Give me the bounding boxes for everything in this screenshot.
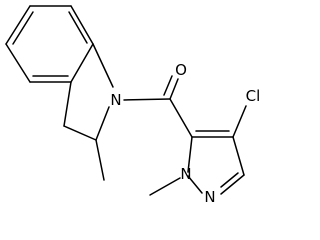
oxygen-label: O: [175, 61, 187, 79]
methyl-bond: [95, 139, 105, 181]
bond: [169, 98, 193, 138]
bond: [220, 174, 245, 195]
pyrazole-ring: [149, 105, 247, 196]
bond: [5, 43, 31, 83]
nitrogen-label: N: [110, 91, 121, 109]
nitrogen-label: N: [204, 188, 215, 206]
bond: [63, 81, 72, 127]
bond: [187, 175, 203, 194]
double-bond-inner: [68, 11, 88, 44]
chlorine-label: Cl: [246, 87, 261, 105]
bond: [5, 5, 31, 45]
bond: [70, 5, 94, 45]
double-bond-inner: [163, 75, 173, 96]
bond: [63, 125, 97, 141]
bond: [187, 136, 193, 173]
chemical-structure: N O Cl N N: [5, 5, 261, 206]
bond: [92, 43, 114, 88]
chloro-bond: [232, 105, 247, 138]
carbonyl-group: [163, 75, 179, 100]
double-bond-inner: [220, 172, 239, 188]
methyl-bond: [149, 177, 181, 196]
bond: [169, 78, 179, 100]
pyrroline-ring: [63, 43, 114, 181]
bond: [95, 106, 110, 141]
double-bond-inner: [12, 11, 34, 45]
amide-bond: [123, 98, 171, 101]
benzene-ring: [5, 5, 94, 83]
bond: [232, 136, 245, 176]
nitrogen-label: N: [180, 165, 191, 183]
bond: [70, 43, 94, 83]
